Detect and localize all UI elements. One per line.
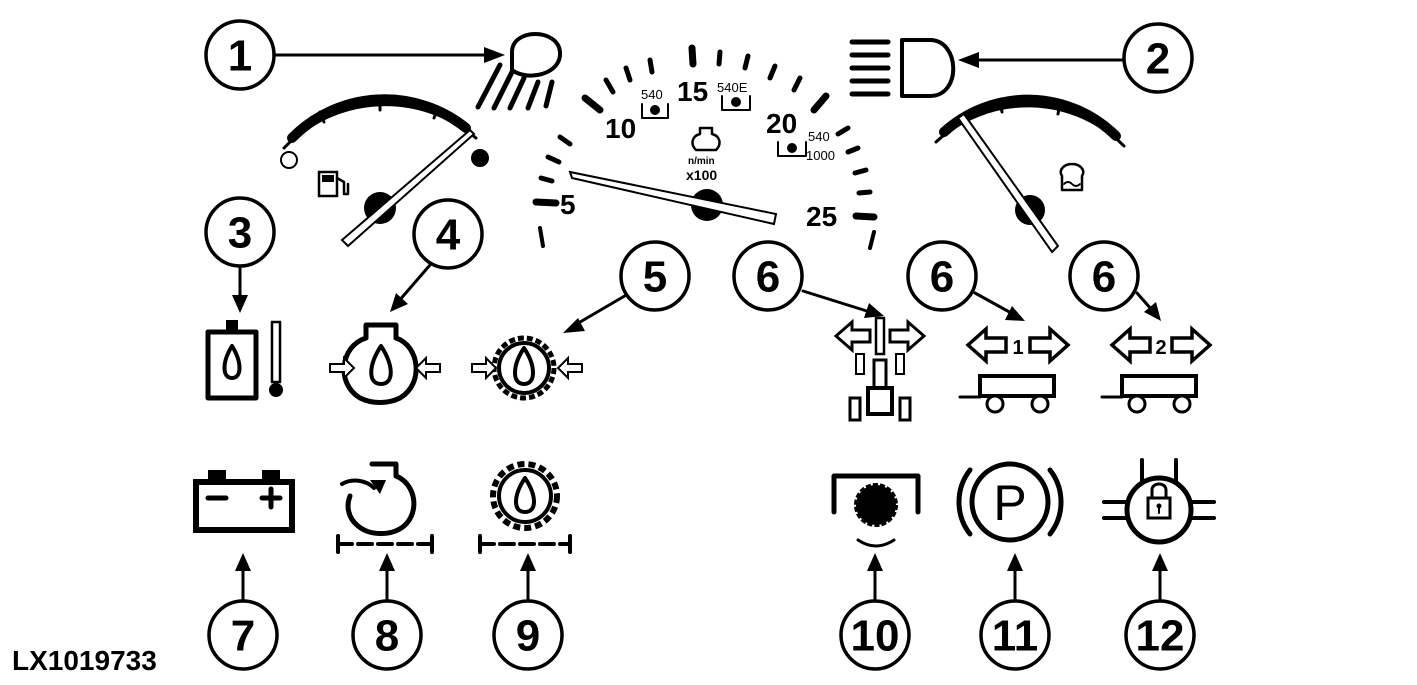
svg-text:540: 540 (641, 87, 663, 102)
headlight-low-beam-icon (475, 32, 562, 111)
leader-5 (573, 292, 630, 327)
trailer-2-number: 2 (1155, 337, 1166, 359)
svg-text:540: 540 (808, 129, 830, 144)
tach-needle (568, 170, 778, 226)
leader-5-arrowhead (563, 318, 585, 333)
parking-brake-icon: P (956, 461, 1064, 543)
leader-6b (973, 291, 1015, 316)
leader-3-arrowhead (232, 295, 248, 313)
coolant-needle (956, 112, 1060, 254)
callout-4: 4 (412, 198, 484, 270)
coolant-temp-gauge-icon (934, 94, 1126, 254)
leader-4-arrowhead (390, 293, 408, 312)
differential-lock-icon (1102, 458, 1216, 545)
svg-text:6: 6 (930, 253, 954, 302)
callout-11: 11 (979, 599, 1051, 671)
tach-label-25: 25 (806, 201, 837, 232)
tach-unit: n/min (688, 156, 715, 167)
pto-540-gear-icon (650, 105, 660, 115)
callout-1: 1 (204, 19, 276, 91)
leader-6a-arrowhead (864, 303, 884, 318)
callout-9: 9 (492, 599, 564, 671)
callout-8: 8 (351, 599, 423, 671)
tractor-turn-signal-icon (833, 316, 927, 422)
transmission-oil-filter-icon (478, 461, 572, 554)
pto-540e-indicator: 540E (717, 80, 751, 111)
svg-text:1000: 1000 (806, 148, 835, 163)
tachometer-ticks (532, 44, 878, 250)
pto-1000-gear-icon (787, 143, 797, 153)
leader-1-arrowhead (484, 47, 505, 63)
engine-rpm-icon (691, 126, 721, 152)
svg-text:6: 6 (756, 253, 780, 302)
leader-11-arrowhead (1007, 553, 1023, 571)
transmission-oil-pressure-icon (471, 335, 583, 401)
svg-text:5: 5 (643, 253, 667, 302)
figure-code: LX1019733 (12, 645, 157, 676)
transmission-oil-temp-icon (205, 320, 283, 401)
tach-label-5: 5 (560, 189, 576, 220)
parking-brake-letter: P (993, 475, 1026, 531)
callout-12: 12 (1124, 599, 1196, 671)
callout-3: 3 (204, 196, 276, 268)
callout-6c: 6 (1068, 240, 1140, 312)
leader-2-arrowhead (958, 52, 979, 68)
svg-text:11: 11 (992, 612, 1039, 661)
engine-oil-pressure-icon (329, 322, 441, 405)
leader-lines (232, 47, 1168, 602)
callout-6b: 6 (906, 240, 978, 312)
callout-2: 2 (1122, 22, 1194, 94)
leader-12-arrowhead (1152, 553, 1168, 571)
tach-label-20: 20 (766, 108, 797, 139)
pto-540-indicator: 540 (641, 87, 669, 119)
leader-7-arrowhead (235, 553, 251, 571)
callout-10: 10 (839, 599, 911, 671)
pto-540e-gear-icon (731, 97, 741, 107)
fuel-full-marker (471, 149, 489, 167)
svg-text:2: 2 (1146, 35, 1170, 84)
svg-text:10: 10 (851, 612, 900, 661)
battery-charge-icon (193, 470, 295, 533)
leader-6b-arrowhead (1005, 306, 1025, 321)
pto-540-1000-indicator: 540 1000 (777, 129, 835, 163)
tach-multiplier: x100 (686, 167, 717, 183)
svg-text:3: 3 (228, 209, 252, 258)
callouts: 1 2 3 4 5 6 6 6 7 8 9 10 11 12 (204, 19, 1196, 671)
fuel-pump-icon (317, 170, 350, 198)
svg-text:9: 9 (516, 612, 540, 661)
tach-label-10: 10 (605, 113, 636, 144)
trailer-1-turn-signal-icon: 1 (958, 325, 1071, 414)
trailer-2-turn-signal-icon: 2 (1100, 325, 1213, 414)
leader-4 (396, 263, 432, 304)
fuel-gauge-icon (280, 94, 489, 248)
fuel-empty-marker (280, 151, 298, 169)
callout-7: 7 (207, 599, 279, 671)
leader-8-arrowhead (379, 553, 395, 571)
leader-6c-arrowhead (1144, 302, 1161, 321)
svg-text:8: 8 (375, 612, 399, 661)
trailer-1-number: 1 (1012, 337, 1023, 359)
fuel-needle (340, 128, 476, 248)
coolant-temp-icon (1059, 162, 1085, 192)
svg-text:12: 12 (1136, 612, 1185, 661)
tach-label-15: 15 (677, 76, 708, 107)
callout-6a: 6 (732, 240, 804, 312)
leader-9-arrowhead (520, 553, 536, 571)
svg-text:1: 1 (228, 32, 252, 81)
leader-6a (801, 289, 872, 314)
leader-6c (1135, 291, 1154, 312)
svg-text:7: 7 (231, 612, 255, 661)
svg-text:4: 4 (436, 211, 461, 260)
leader-10-arrowhead (867, 553, 883, 571)
callout-5: 5 (619, 240, 691, 312)
air-filter-restriction-icon (336, 461, 434, 554)
svg-text:540E: 540E (717, 80, 748, 95)
svg-text:6: 6 (1092, 253, 1116, 302)
pto-engaged-icon (831, 473, 921, 548)
tachometer: 5 10 15 20 25 540 540E 540 1000 n/min x1… (532, 44, 878, 250)
headlight-high-beam-icon (849, 38, 956, 98)
